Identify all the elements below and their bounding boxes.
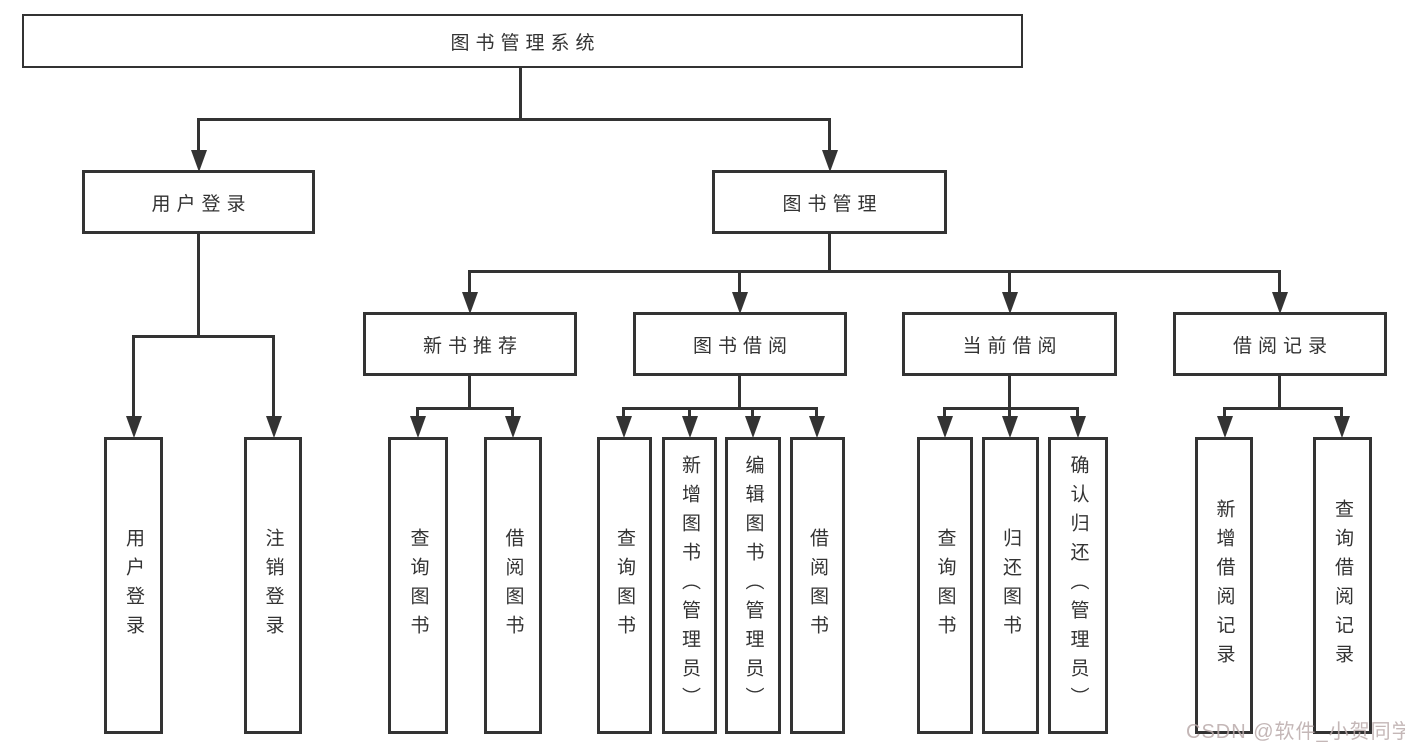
drop-leaf-addrec (1223, 407, 1226, 419)
node-book-borrow: 图书借阅 (633, 312, 847, 376)
drop-leaf-logout (272, 335, 275, 420)
connector-userlogin-stem (197, 233, 200, 338)
connector-bookborrow-stem (738, 376, 741, 410)
node-user-login: 用户登录 (82, 170, 315, 234)
drop-leaf-query1 (416, 407, 419, 419)
connector-bookborrow-bar (622, 407, 818, 410)
node-new-book-recommend: 新书推荐 (363, 312, 577, 376)
leaf-user-login: 用户登录 (104, 437, 163, 734)
leaf-query-books-current: 查询图书 (917, 437, 973, 734)
arrowhead-icon (682, 416, 698, 438)
connector-root-stem (519, 68, 522, 121)
drop-leaf-queryrec (1340, 407, 1343, 419)
leaf-borrow-books: 借阅图书 (790, 437, 845, 734)
drop-leaf-userlogin (132, 335, 135, 420)
connector-borrowrec-bar (1223, 407, 1343, 410)
node-book-management: 图书管理 (712, 170, 947, 234)
leaf-add-borrow-record: 新增借阅记录 (1195, 437, 1253, 734)
connector-level3-bar (468, 270, 1281, 273)
node-borrow-records-label: 借阅记录 (1232, 335, 1333, 357)
node-current-borrow: 当前借阅 (902, 312, 1117, 376)
node-root-label: 图书管理系统 (450, 32, 601, 54)
csdn-watermark: CSDN @软件_小贺同学 (1186, 721, 1405, 743)
drop-leaf-confirm (1076, 407, 1079, 419)
leaf-edit-book-admin: 编辑图书（管理员） (725, 437, 781, 734)
drop-leaf-query3 (943, 407, 946, 419)
node-book-management-label: 图书管理 (782, 193, 883, 215)
leaf-logout: 注销登录 (244, 437, 302, 734)
drop-newbook (468, 270, 471, 297)
drop-leaf-query2 (622, 407, 625, 419)
connector-currborrow-stem (1008, 376, 1011, 410)
drop-currborrow (1008, 270, 1011, 297)
arrowhead-icon (822, 150, 838, 172)
arrowhead-icon (410, 416, 426, 438)
node-root: 图书管理系统 (22, 14, 1023, 68)
drop-leaf-editbook (751, 407, 754, 419)
leaf-confirm-return-admin: 确认归还（管理员） (1048, 437, 1108, 734)
leaf-add-book-admin: 新增图书（管理员） (662, 437, 717, 734)
node-user-login-label: 用户登录 (151, 193, 252, 215)
arrowhead-icon (809, 416, 825, 438)
leaf-query-books-borrow: 查询图书 (597, 437, 652, 734)
connector-bookmgmt-stem (828, 233, 831, 273)
arrowhead-icon (266, 416, 282, 438)
arrowhead-icon (616, 416, 632, 438)
arrowhead-icon (1272, 292, 1288, 314)
arrowhead-icon (1334, 416, 1350, 438)
node-current-borrow-label: 当前借阅 (962, 335, 1063, 357)
node-borrow-records: 借阅记录 (1173, 312, 1387, 376)
drop-leaf-borrow2 (815, 407, 818, 419)
drop-userlogin (197, 118, 200, 155)
drop-leaf-borrow1 (511, 407, 514, 419)
drop-bookmgmt (828, 118, 831, 155)
connector-newbook-stem (468, 376, 471, 410)
drop-leaf-addbook (688, 407, 691, 419)
arrowhead-icon (937, 416, 953, 438)
drop-borrowrec (1278, 270, 1281, 297)
leaf-return-book: 归还图书 (982, 437, 1039, 734)
arrowhead-icon (505, 416, 521, 438)
arrowhead-icon (1002, 416, 1018, 438)
connector-level2-bar (197, 118, 831, 121)
leaf-query-books-recommend: 查询图书 (388, 437, 448, 734)
arrowhead-icon (462, 292, 478, 314)
leaf-borrow-books-recommend: 借阅图书 (484, 437, 542, 734)
drop-leaf-return (1008, 407, 1011, 419)
leaf-query-borrow-record: 查询借阅记录 (1313, 437, 1372, 734)
arrowhead-icon (191, 150, 207, 172)
node-book-borrow-label: 图书借阅 (692, 335, 793, 357)
arrowhead-icon (1002, 292, 1018, 314)
connector-newbook-bar (416, 407, 514, 410)
arrowhead-icon (732, 292, 748, 314)
arrowhead-icon (1217, 416, 1233, 438)
connector-userlogin-bar (132, 335, 275, 338)
arrowhead-icon (126, 416, 142, 438)
arrowhead-icon (745, 416, 761, 438)
connector-borrowrec-stem (1278, 376, 1281, 410)
node-new-book-recommend-label: 新书推荐 (422, 335, 523, 357)
arrowhead-icon (1070, 416, 1086, 438)
connector-currborrow-bar (943, 407, 1079, 410)
drop-bookborrow (738, 270, 741, 297)
